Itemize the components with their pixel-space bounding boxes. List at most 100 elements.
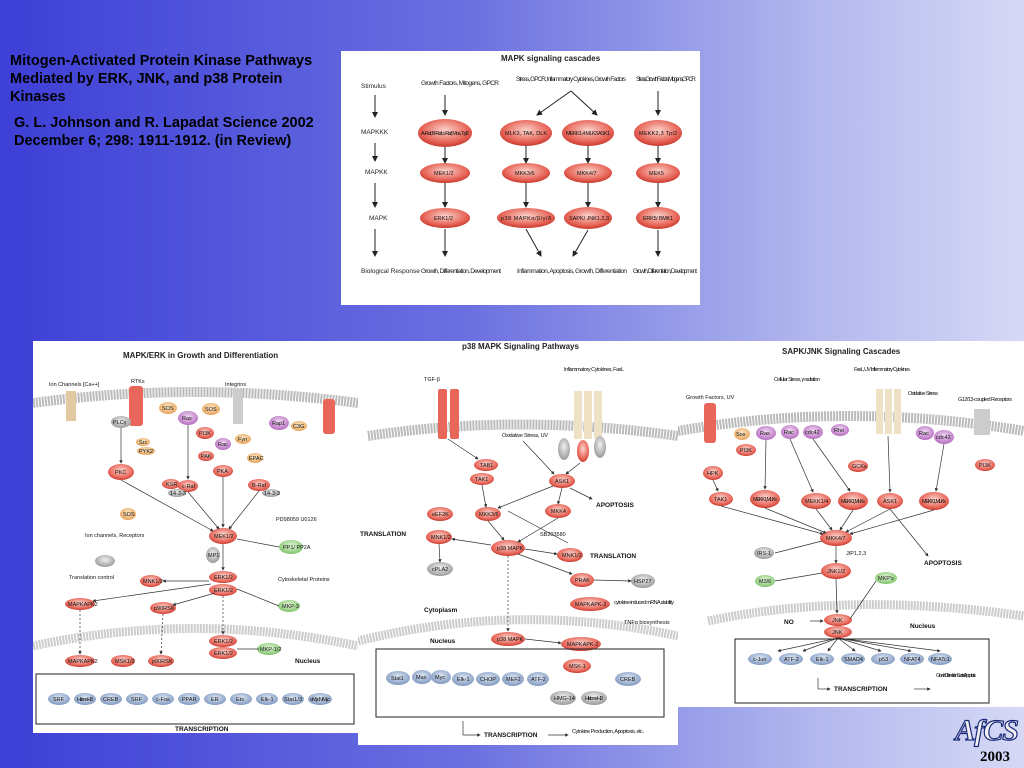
p38-tf-box (375, 648, 665, 718)
protein-node (74, 693, 96, 705)
protein-node-label: PAK (201, 454, 212, 460)
p38-panel: p38 MAPK Signaling Pathways TGF-β Inflam… (358, 341, 678, 745)
protein-node-label: Ets (236, 697, 244, 703)
protein-node-label: MNK1/2 (143, 579, 163, 585)
protein-node-label: MKK4 (551, 509, 566, 515)
protein-node (282, 693, 304, 705)
cytokine-receptor-a (574, 391, 582, 439)
cascade-col-erk: Growth Factors, Mitogens, GPCR A-Raf, B-… (418, 80, 501, 275)
protein-node-label: CREB (103, 697, 119, 703)
slide-year: 2003 (980, 749, 1010, 765)
pathway-arrow (507, 510, 569, 544)
jnk-title: SAPK/JNK Signaling Cascades (782, 347, 901, 356)
protein-node-label: NFATc1 (931, 657, 950, 663)
node-mnk12 (140, 575, 162, 587)
protein-node (703, 466, 723, 480)
jnk-outcome-label: Growth Differentiation Survival Apoptosi… (936, 673, 976, 679)
node-erk5 (636, 207, 680, 229)
gpcr-shape (974, 409, 990, 435)
node-sapk (564, 207, 612, 229)
cell-stress-label: Cellular Stress, γ radiation (774, 377, 820, 383)
pathway-arrow (837, 637, 912, 653)
protein-node (570, 573, 594, 587)
pathway-arrow (159, 613, 164, 655)
protein-node (100, 693, 122, 705)
protein-node (934, 430, 954, 444)
pathway-arrow (556, 487, 563, 505)
cytoplasm-label: Cytoplasm (424, 607, 457, 614)
node-epac (247, 453, 263, 463)
node-mkk47-label: MKK4/7 (577, 171, 597, 177)
protein-node-label: Elk-1 (457, 677, 470, 683)
protein-node (801, 493, 831, 509)
ion-channel-shape (66, 391, 76, 421)
inflam-label: Inflammatory Cytokines, FasL (564, 367, 624, 373)
protein-node (748, 653, 772, 665)
protein-node (452, 672, 474, 686)
protein-node-label: SRF (131, 697, 143, 703)
node-raf-label: A-Raf, B-Raf, c-Raf, Mos, Tpl2 (421, 131, 469, 137)
oxid-label: Oxidative Stress, UV (502, 433, 548, 439)
protein-node (570, 597, 610, 611)
protein-node-label: p90RSK (154, 606, 175, 612)
protein-node-label: ATF-2 (531, 677, 546, 683)
protein-node-label: p38 MAPK (497, 546, 524, 552)
protein-node-label: M3/6 (759, 579, 771, 585)
protein-node (875, 572, 897, 584)
protein-node-label: SMAD4 (844, 657, 863, 663)
erk-tf-box (35, 673, 355, 725)
protein-node (754, 547, 774, 559)
protein-node-label: c-Raf (182, 484, 196, 490)
p38-outcome-label: Cytokine Production, Apoptosis, etc. (572, 729, 644, 735)
protein-node (178, 693, 200, 705)
protein-node (152, 693, 174, 705)
protein-node-label: MKK3/6 (479, 512, 499, 518)
node-p38-label: p38 MAPKα/β/γ/δ (501, 216, 551, 222)
node-mekk23-label: MEKK2,3 Tpl2 (639, 131, 677, 137)
protein-node-label: MEF2 (506, 677, 521, 683)
jnk-nuclear-membrane (707, 600, 1024, 626)
no-label: NO (784, 619, 794, 626)
pathway-arrow (837, 637, 856, 652)
erk-nodes: PLCγ SOS Ras SOS Fyn Rap1 C3G Src PYK2 P… (65, 402, 311, 667)
col2-stimulus: Stress, GPCR, Inflammatory Cytokines, Gr… (516, 76, 627, 83)
protein-node (900, 653, 924, 665)
protein-node-label: MEKK1, MLKs (753, 497, 777, 503)
protein-node-label: TAB1 (480, 463, 493, 469)
pathway-arrow (763, 439, 767, 490)
tgfb-receptor-b (450, 389, 459, 439)
rtk-shape (129, 386, 143, 426)
tgfb-receptor-a (438, 389, 447, 439)
jnk-nucleus-label: Nucleus (910, 623, 936, 630)
protein-node-label: Histone H3 (585, 696, 603, 702)
pathway-arrow (536, 90, 572, 116)
protein-node-label: CHOP (480, 677, 496, 683)
node-erk12c (209, 635, 237, 647)
protein-node (308, 693, 332, 705)
jnk-panel: SAPK/JNK Signaling Cascades Growth Facto… (678, 341, 1024, 707)
cascade-col-jnk: MEKK1,4 MLK3 ASK1 MKK4/7 SAPK/ JNK1,2,3 (562, 120, 614, 257)
protein-node (474, 459, 498, 471)
protein-node-label: Stat1/3 (284, 697, 302, 703)
jnk-transcription-label: TRANSCRIPTION (834, 686, 888, 693)
protein-node-label: PPAR (182, 697, 197, 703)
protein-node (563, 659, 591, 673)
protein-node (230, 693, 252, 705)
node-p90rskn (148, 655, 174, 667)
node-mekk23 (634, 120, 682, 146)
pathway-arrow (92, 583, 212, 603)
protein-node-label: MP1 (208, 553, 219, 559)
protein-node (557, 548, 583, 562)
protein-node (781, 425, 799, 439)
protein-node-label: Rac (919, 431, 929, 437)
protein-node (581, 691, 607, 705)
cascades-title: MAPK signaling cascades (501, 54, 601, 63)
pathway-arrow (481, 484, 488, 508)
node-mek12-label: MEK1/2 (434, 171, 454, 177)
node-fyn (235, 434, 251, 444)
pathway-arrow (236, 538, 280, 548)
node-mek12 (209, 528, 237, 544)
ion-receptors-label: Ion channels, Receptors (85, 533, 145, 539)
node-raf (418, 119, 472, 147)
node-mkp3 (278, 600, 300, 612)
